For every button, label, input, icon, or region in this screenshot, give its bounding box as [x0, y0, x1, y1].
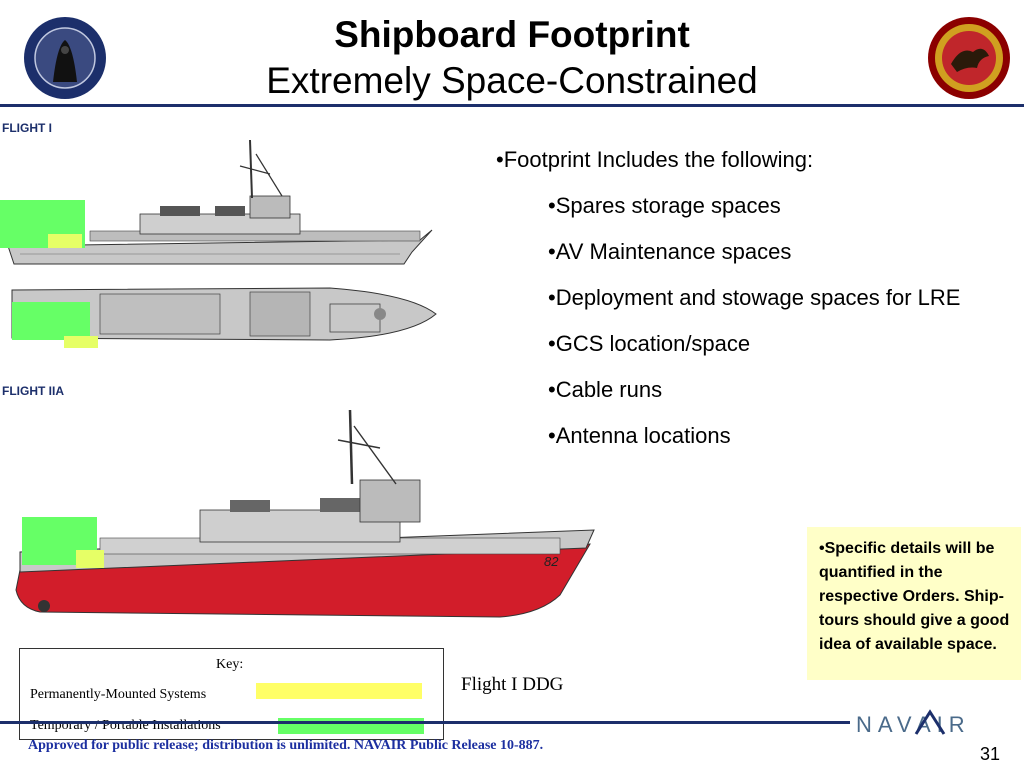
flight-2a-label: FLIGHT IIA: [2, 384, 64, 398]
slide-title: Shipboard Footprint: [334, 14, 690, 55]
specific-details-note: •Specific details will be quantified in …: [807, 527, 1021, 680]
release-statement: Approved for public release; distributio…: [28, 738, 544, 753]
flight-1-label: FLIGHT I: [2, 121, 52, 135]
peo-seal-logo: [23, 16, 107, 100]
bullet-item: •AV Maintenance spaces: [548, 239, 792, 264]
flight-2a-side-profile: 82: [15, 409, 595, 618]
temporary-zone-flight2a-side: [76, 550, 104, 568]
key-title: Key:: [216, 657, 244, 672]
ship-caption: Flight I DDG: [461, 674, 564, 695]
flight-1-side-profile: [7, 139, 433, 265]
footer-divider: [0, 721, 850, 724]
slide-subtitle: Extremely Space-Constrained: [266, 60, 758, 101]
hull-number: 82: [544, 554, 559, 569]
bullet-item: •Deployment and stowage spaces for LRE: [548, 285, 961, 310]
bullet-item: •Spares storage spaces: [548, 193, 781, 218]
footprint-bullet-list: •Footprint Includes the following: •Spar…: [496, 146, 996, 468]
flight-1-top-view: [11, 287, 437, 341]
bullet-item: •GCS location/space: [548, 331, 751, 356]
bullet-item: •Cable runs: [548, 377, 663, 402]
bullet-main: •Footprint Includes the following:: [496, 147, 814, 172]
key-label-permanent: Permanently-Mounted Systems: [30, 687, 207, 702]
page-number: 31: [980, 744, 1001, 764]
temporary-zone-flight1-top: [64, 336, 98, 348]
header-divider: [0, 104, 1024, 107]
navair-logo: NAVAIR: [856, 709, 971, 737]
permanent-zone-flight1-top: [12, 302, 90, 340]
bullet-item: •Antenna locations: [548, 423, 731, 448]
key-swatch-permanent: [256, 683, 422, 699]
navy-marine-seal-logo: [927, 16, 1011, 100]
navair-wordmark: NAVAIR: [856, 712, 971, 737]
legend-key-box: Key: Permanently-Mounted Systems Tempora…: [19, 648, 444, 740]
temporary-zone-flight1-side: [48, 234, 82, 248]
